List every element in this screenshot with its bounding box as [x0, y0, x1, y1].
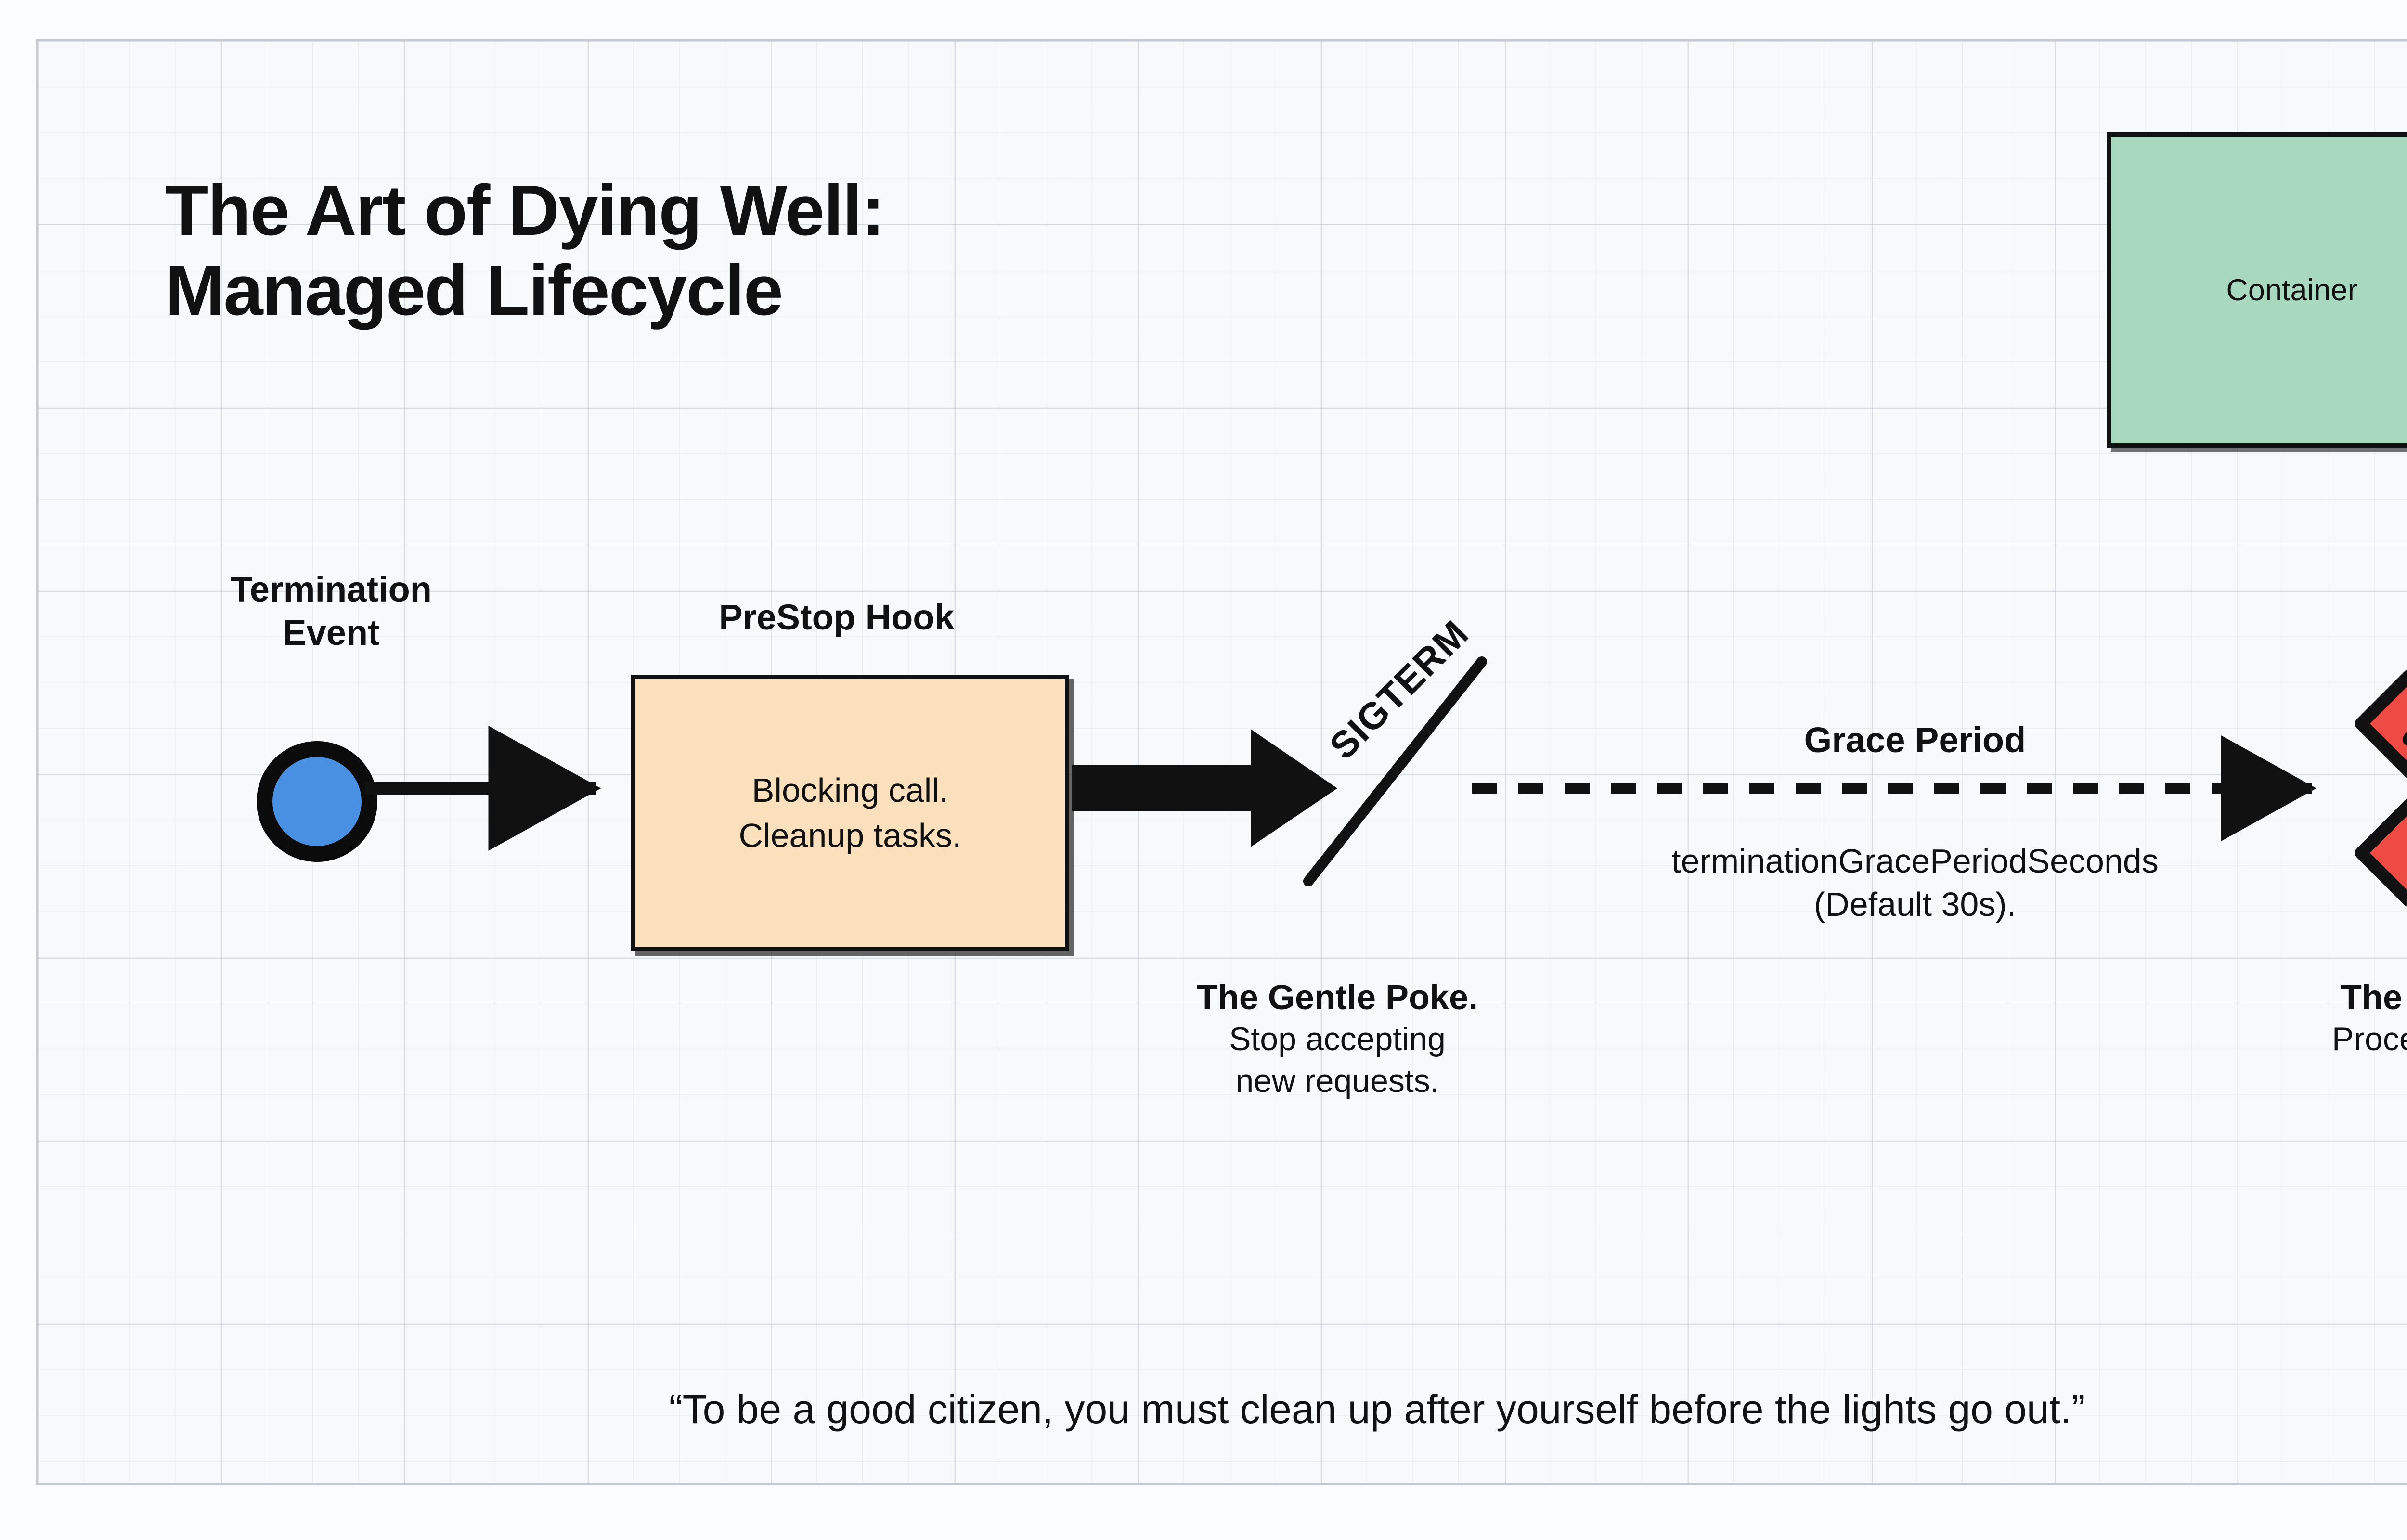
prestop-to-sigterm-arrow [1072, 729, 1337, 847]
termination-event-label-line-2: Event [283, 613, 380, 653]
hard-stop-caption-line-1: Process removed. [2332, 1021, 2407, 1058]
sigterm-slash [1303, 656, 1487, 886]
grace-period-title: Grace Period [1804, 720, 2026, 760]
grace-period-detail: terminationGracePeriodSeconds (Default 3… [1501, 840, 2329, 926]
container-box: Container [2107, 132, 2407, 448]
grace-period-detail-line-2: (Default 30s). [1813, 885, 2017, 923]
page-title: The Art of Dying Well: Managed Lifecycle [165, 171, 885, 331]
hard-stop-caption-title: The Hard Stop. [2340, 978, 2407, 1017]
gentle-poke-caption-line-1: Stop accepting [1229, 1021, 1446, 1058]
prestop-hook-body-line-1: Blocking call. [751, 771, 949, 809]
termination-event-label-line-1: Termination [231, 569, 432, 609]
title-line-1: The Art of Dying Well: [165, 171, 885, 250]
gentle-poke-caption-title: The Gentle Poke. [1196, 978, 1478, 1017]
prestop-hook-body-line-2: Cleanup tasks. [738, 816, 962, 854]
termination-event-label: Termination Event [187, 568, 476, 655]
hard-stop-caption: The Hard Stop. Process removed. [2262, 977, 2407, 1060]
gentle-poke-caption: The Gentle Poke. Stop accepting new requ… [1145, 977, 1530, 1102]
title-line-2: Managed Lifecycle [165, 250, 783, 330]
diagram-canvas: The Art of Dying Well: Managed Lifecycle… [36, 39, 2407, 1485]
gentle-poke-caption-line-2: new requests. [1235, 1063, 1439, 1100]
lifecycle-flow-arrows [365, 656, 2407, 907]
prestop-hook-title: PreStop Hook [719, 597, 955, 637]
grace-period-detail-line-1: terminationGracePeriodSeconds [1671, 842, 2159, 880]
prestop-hook-box: Blocking call. Cleanup tasks. [631, 675, 1069, 951]
footer-quote: “To be a good citizen, you must clean up… [669, 1386, 2085, 1432]
container-box-label: Container [2226, 273, 2358, 307]
